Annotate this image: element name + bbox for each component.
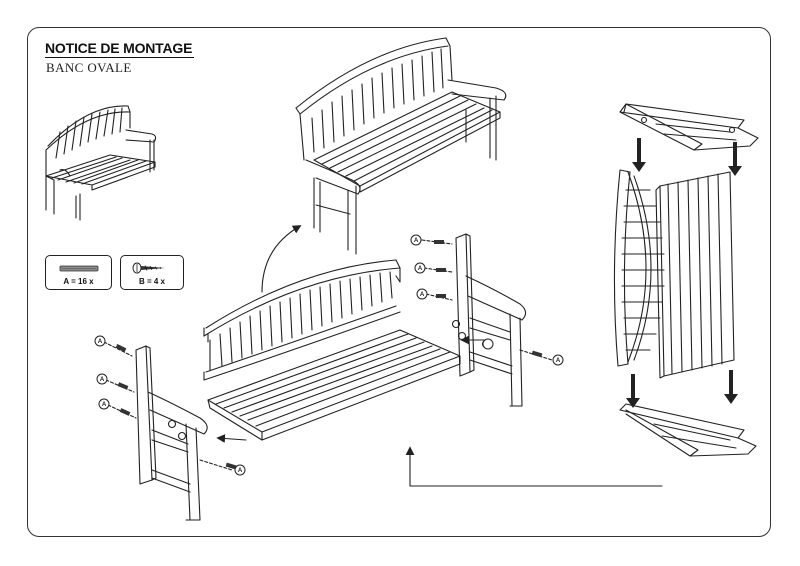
part-b-label: B = 4 x: [138, 277, 165, 286]
document-title: NOTICE DE MONTAGE: [45, 40, 195, 58]
assembly-arrow: [261, 225, 302, 293]
left-armrest-frame-illustration: [135, 345, 208, 521]
callout-a: A: [98, 339, 103, 345]
instruction-sheet-frame: [27, 27, 771, 537]
part-a-box: A = 16 x: [45, 255, 112, 290]
side-view-top-frame: [619, 103, 759, 151]
side-view-backrest-panel: [613, 169, 665, 367]
part-letter-callouts: A A A A A A A A: [94, 234, 564, 476]
small-bench-illustration: [45, 105, 157, 221]
right-armrest-frame-illustration: [451, 233, 527, 407]
callout-a: A: [100, 377, 105, 383]
part-b-box: B = 4 x: [120, 255, 184, 290]
direction-arrows: [626, 138, 742, 408]
assembled-bench-illustration: [295, 37, 507, 255]
dowel-icon: [59, 265, 99, 272]
callout-a: A: [102, 402, 107, 408]
step-arrow: [405, 446, 663, 487]
screw-icon: [132, 262, 165, 274]
document-subtitle: BANC OVALE: [46, 60, 132, 75]
side-view-bottom-frame: [619, 403, 757, 457]
callout-a: A: [418, 266, 423, 272]
callout-a: A: [556, 358, 561, 364]
part-a-label: A = 16 x: [63, 277, 94, 286]
callout-a: A: [238, 468, 243, 474]
callout-a: A: [414, 238, 419, 244]
backrest-and-seat-illustration: [203, 259, 461, 441]
callout-a: A: [420, 292, 425, 298]
side-view-seat-panel: [655, 171, 735, 379]
dowel-callouts: [103, 239, 553, 471]
